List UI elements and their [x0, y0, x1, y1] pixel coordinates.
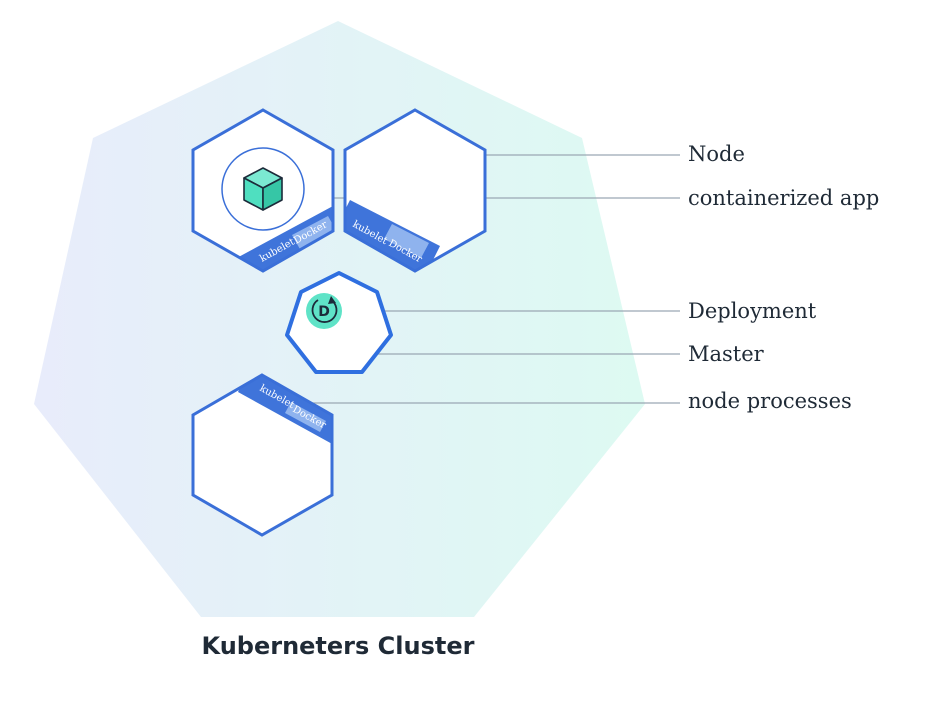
- callout-node-processes: node processes: [688, 389, 852, 413]
- callout-master: Master: [688, 342, 765, 366]
- node-2-docker-tag: [384, 224, 429, 258]
- node-3-docker-tag: [285, 402, 326, 432]
- callout-deployment: Deployment: [688, 299, 817, 323]
- node-2-process-badge: [345, 200, 440, 271]
- cube-icon: [243, 167, 283, 211]
- callout-node: Node: [688, 142, 745, 166]
- deployment-letter: D: [318, 304, 330, 320]
- node-1-docker-tag: [292, 216, 333, 251]
- deployment-icon: D: [306, 293, 342, 329]
- node-2: kubelet Docker: [343, 108, 487, 273]
- master: D: [285, 271, 393, 374]
- callout-containerized-app: containerized app: [688, 186, 879, 210]
- app-ring: [221, 147, 305, 231]
- cluster-title: Kuberneters Cluster: [202, 632, 475, 660]
